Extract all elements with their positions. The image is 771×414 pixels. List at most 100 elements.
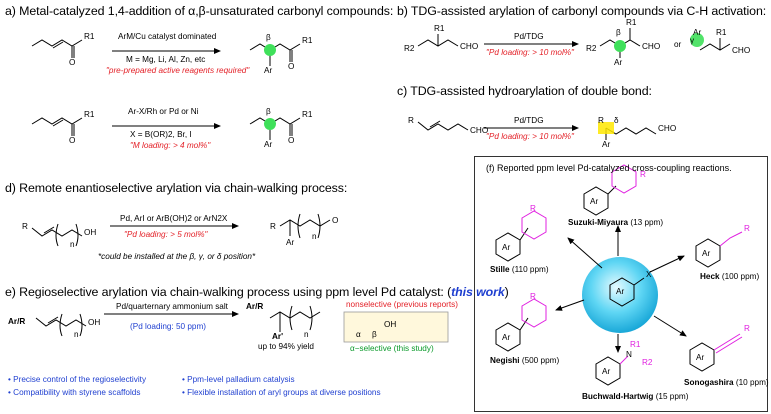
e-p-arprime: Ar': [272, 332, 284, 341]
negishi-ar: Ar: [502, 333, 511, 342]
buchwald-ar: Ar: [602, 367, 611, 376]
c-reagent: Pd/TDG: [514, 116, 544, 125]
e-p-n: n: [304, 330, 309, 339]
stille-r: R: [530, 204, 536, 213]
b-p-cho: CHO: [642, 42, 661, 51]
a2p-ar: Ar: [264, 140, 273, 149]
heck-r: R: [744, 224, 750, 233]
b-gamma-highlight: [690, 33, 704, 47]
e-oh: OH: [88, 318, 101, 327]
a1p-ar: Ar: [264, 66, 273, 75]
b-p-beta: β: [616, 28, 621, 37]
suzuki-r: R: [640, 170, 646, 179]
e-yield: up to 94% yield: [258, 342, 314, 351]
suzuki-biaryl: [583, 164, 637, 216]
e-nonselective: nonselective (previous reports): [346, 300, 458, 309]
e-sel-beta: β: [372, 330, 377, 339]
e-bullet-2: • Compatibility with styrene scaffolds: [8, 388, 141, 397]
b-header: b) TDG-assisted arylation of carbonyl co…: [397, 4, 767, 18]
a1-start-chain: [31, 39, 83, 47]
a2p-o: O: [288, 136, 295, 145]
a1p-beta: β: [266, 33, 271, 42]
f-arrows: [555, 225, 687, 353]
a1-metals: M = Mg, Li, Al, Zn, etc: [126, 55, 206, 64]
b-q-cho: CHO: [732, 46, 751, 55]
e-selectivity-box: [343, 311, 449, 343]
b-cho: CHO: [460, 42, 479, 51]
e-header-this-work: this work: [451, 285, 505, 299]
d-p-r: R: [270, 222, 276, 231]
b-or: or: [674, 40, 682, 49]
d-oh: OH: [84, 228, 97, 237]
a1-beta-highlight: [264, 44, 276, 56]
a1-note: "pre-prepared active reagents required": [106, 66, 250, 75]
sonogashira-label: Sonogashira (10 ppm): [684, 378, 769, 387]
a1-r1: R1: [84, 32, 95, 41]
c-header: c) TDG-assisted hydroarylation of double…: [397, 84, 652, 98]
d-r: R: [22, 222, 28, 231]
d-reagent: Pd, ArI or ArB(OH)2 or ArN2X: [120, 214, 228, 223]
e-loading: (Pd loading: 50 ppm): [130, 322, 207, 331]
buchwald-r2: R2: [642, 358, 653, 367]
d-p-ar: Ar: [286, 238, 295, 247]
b-r1: R1: [434, 24, 445, 33]
b-q-r1: R1: [716, 28, 727, 37]
a1-reagent: ArM/Cu catalyst dominated: [118, 32, 217, 41]
b-reaction: [417, 28, 731, 58]
e-selective: α−selective (this study): [350, 344, 434, 353]
a-header: a) Metal-catalyzed 1,4-addition of α,β-u…: [5, 4, 394, 18]
a2-beta-highlight: [264, 118, 276, 130]
e-p-arr: Ar/R: [246, 302, 264, 311]
heck-label: Heck (100 ppm): [700, 272, 760, 281]
b-r2: R2: [404, 44, 415, 53]
d-note: "Pd loading: > 5 mol%": [124, 230, 208, 239]
b-p-ar: Ar: [614, 58, 623, 67]
e-bullet-1: • Precise control of the regioselectivit…: [8, 375, 147, 384]
c-note: "Pd loading: > 10 mol%": [486, 132, 574, 141]
stille-ar: Ar: [502, 243, 511, 252]
negishi-r: R: [530, 292, 536, 301]
c-p-cho: CHO: [658, 124, 677, 133]
pd-catalyst-sphere: [582, 257, 658, 333]
b-q-gamma: γ: [690, 36, 695, 45]
negishi-biaryl: [495, 298, 547, 352]
sonogashira-r: R: [744, 324, 750, 333]
f-header: (f) Reported ppm level Pd-catalyzed cros…: [486, 163, 732, 173]
e-sel-alpha: α: [356, 330, 361, 339]
a2-r1: R1: [84, 110, 95, 119]
b-q-ar: Ar: [693, 28, 702, 37]
a2-x: X = B(OR)2, Br, I: [130, 130, 192, 139]
b-p-r1: R1: [626, 18, 637, 27]
suzuki-label: Suzuki-Miyaura (13 ppm): [568, 218, 664, 227]
a2p-r1: R1: [302, 110, 313, 119]
heck-ar: Ar: [702, 249, 711, 258]
a2-reagent: Ar-X/Rh or Pd or Ni: [128, 107, 199, 116]
d-n: n: [70, 240, 75, 249]
b-p-r2: R2: [586, 44, 597, 53]
d-reaction: [31, 213, 331, 247]
d-p-n: n: [312, 232, 317, 241]
sonogashira-ar: Ar: [696, 353, 705, 362]
e-start: Ar/R: [8, 317, 26, 326]
heck-styrene: [695, 231, 743, 268]
c-delta-highlight: [598, 122, 614, 134]
c-p-r: R: [598, 116, 604, 125]
c-cho: CHO: [470, 126, 489, 135]
stille-label: Stille (110 ppm): [490, 265, 549, 274]
b-beta-highlight: [614, 40, 626, 52]
a2-note: "M loading: > 4 mol%": [130, 141, 211, 150]
c-r: R: [408, 116, 414, 125]
negishi-label: Negishi (500 ppm): [490, 356, 560, 365]
f-center-x: X: [646, 270, 652, 279]
buchwald-n: N: [626, 350, 632, 359]
e-header: e) Regioselective arylation via chain-wa…: [5, 285, 509, 299]
a2-o: O: [69, 136, 76, 145]
d-header: d) Remote enantioselective arylation via…: [5, 181, 348, 195]
c-p-delta: δ: [614, 116, 619, 125]
buchwald-label: Buchwald-Hartwig (15 ppm): [582, 392, 689, 401]
c-p-ar: Ar: [602, 140, 611, 149]
f-center-ar: Ar: [616, 287, 625, 296]
buchwald-amine: [595, 355, 629, 386]
a2p-beta: β: [266, 107, 271, 116]
